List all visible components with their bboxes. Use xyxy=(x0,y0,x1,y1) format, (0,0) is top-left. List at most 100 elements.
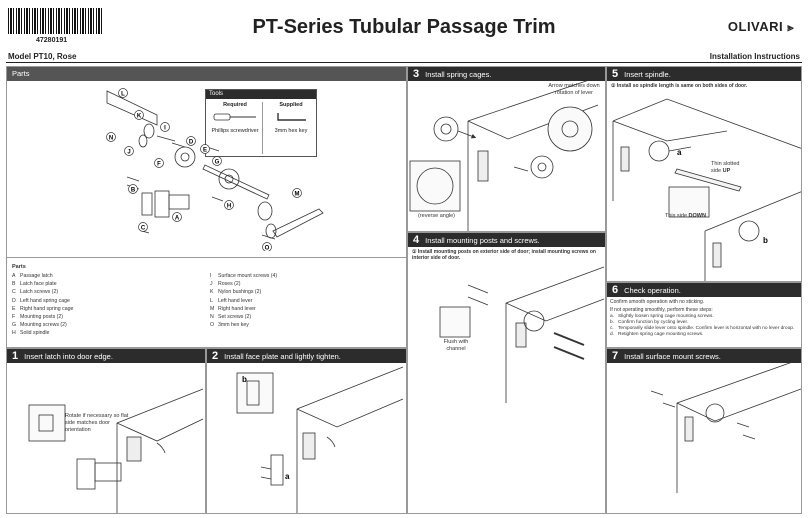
step-3-diagram xyxy=(409,81,599,231)
left-lever-shape xyxy=(106,90,158,126)
svg-text:M: M xyxy=(295,191,300,197)
svg-text:F: F xyxy=(157,161,161,167)
list-item: d.Retighten spring cage mounting screws. xyxy=(610,332,704,337)
step-3-note: Arrow matches down rotation of lever xyxy=(548,83,600,96)
step-7-diagram xyxy=(650,363,801,493)
barcode-number: 47280191 xyxy=(36,37,68,44)
step-1-note: Rotate if necessary so flat side matches… xyxy=(65,413,129,433)
parts-panel: Parts Tools Required Supplied Phillips s… xyxy=(6,66,407,348)
callout-M: M xyxy=(292,188,302,198)
parts-list-title: Parts xyxy=(12,264,26,270)
tools-title: Tools xyxy=(206,90,316,99)
svg-text:B: B xyxy=(131,187,136,193)
parts-divider xyxy=(7,257,406,258)
step-5-label-b: b xyxy=(763,236,768,245)
parts-exploded-view: L K N J I F D E G B C H A M O xyxy=(106,88,324,251)
model-label: Model PT10, Rose xyxy=(8,52,77,61)
callout-D: D xyxy=(186,136,196,146)
step-4-diagram xyxy=(439,266,605,403)
svg-text:N: N xyxy=(109,135,113,141)
svg-text:A: A xyxy=(175,215,180,221)
callout-N: N xyxy=(106,132,116,142)
svg-text:L: L xyxy=(121,91,125,97)
callout-H: H xyxy=(224,200,234,210)
step-6-intro2: If not operating smoothly, perform these… xyxy=(610,307,713,313)
list-item: b.Confirm function by cycling lever. xyxy=(610,320,689,325)
callout-E: E xyxy=(200,144,210,154)
header-divider xyxy=(6,62,802,63)
step-6-intro: Confirm smooth operation with no stickin… xyxy=(610,299,705,305)
callout-B: B xyxy=(128,184,138,194)
callout-O: O xyxy=(262,242,272,251)
callout-J: J xyxy=(124,146,134,156)
tools-required-label: Required xyxy=(223,102,247,108)
callout-I: I xyxy=(160,122,170,132)
step-1-diagram xyxy=(28,388,204,513)
rose-left-shape xyxy=(143,123,155,139)
step-5-note: ① Install so spindle length is same on b… xyxy=(611,83,748,89)
callout-K: K xyxy=(134,110,144,120)
step-5-label-a: a xyxy=(677,148,682,157)
parts-panel-header: Parts xyxy=(7,67,406,81)
spindle-shape xyxy=(202,164,270,200)
step-4-caption: Flush with channel xyxy=(443,339,469,352)
svg-text:O: O xyxy=(265,245,270,251)
spring-cage-right-shape xyxy=(218,168,240,190)
callout-A: A xyxy=(172,212,182,222)
part-callouts: L K N J I F D E G B C H A M O xyxy=(106,88,302,251)
step-5-down-note: This side DOWN xyxy=(665,213,706,219)
svg-text:D: D xyxy=(189,139,194,145)
svg-text:G: G xyxy=(215,159,220,165)
brand-icon: ⪢ xyxy=(787,22,794,34)
spring-cage-left-shape xyxy=(174,146,196,168)
instructions-label: Installation Instructions xyxy=(709,52,800,61)
step-3-caption: (reverse angle) xyxy=(418,213,455,219)
step-2-label-b: b xyxy=(242,375,247,384)
hex-key-icon xyxy=(277,113,306,121)
step-2-diagram: b a xyxy=(236,366,404,513)
step-4-note: ① Install mounting posts on exterior sid… xyxy=(412,249,596,261)
callout-C: C xyxy=(138,222,148,232)
page-title: PT-Series Tubular Passage Trim xyxy=(252,16,556,38)
brand-name: OLIVARI xyxy=(727,19,784,34)
svg-text:C: C xyxy=(141,225,146,231)
svg-text:J: J xyxy=(127,149,130,155)
tools-supplied-label: Supplied xyxy=(279,102,303,108)
callout-F: F xyxy=(154,158,164,168)
step-2-label-a: a xyxy=(285,472,290,481)
step-5-diagram: a b xyxy=(612,98,801,281)
step-6-list: a.Slightly loosen spring cage mounting s… xyxy=(610,314,794,338)
svg-text:H: H xyxy=(227,203,231,209)
list-item: c.Temporarily slide lever onto spindle. … xyxy=(610,326,795,331)
right-lever-shape xyxy=(272,208,324,238)
svg-text:E: E xyxy=(203,147,207,153)
screwdriver-icon xyxy=(213,113,256,121)
list-item: a.Slightly loosen spring cage mounting s… xyxy=(610,314,714,319)
tools-supplied-item: 3mm hex key xyxy=(274,128,308,134)
